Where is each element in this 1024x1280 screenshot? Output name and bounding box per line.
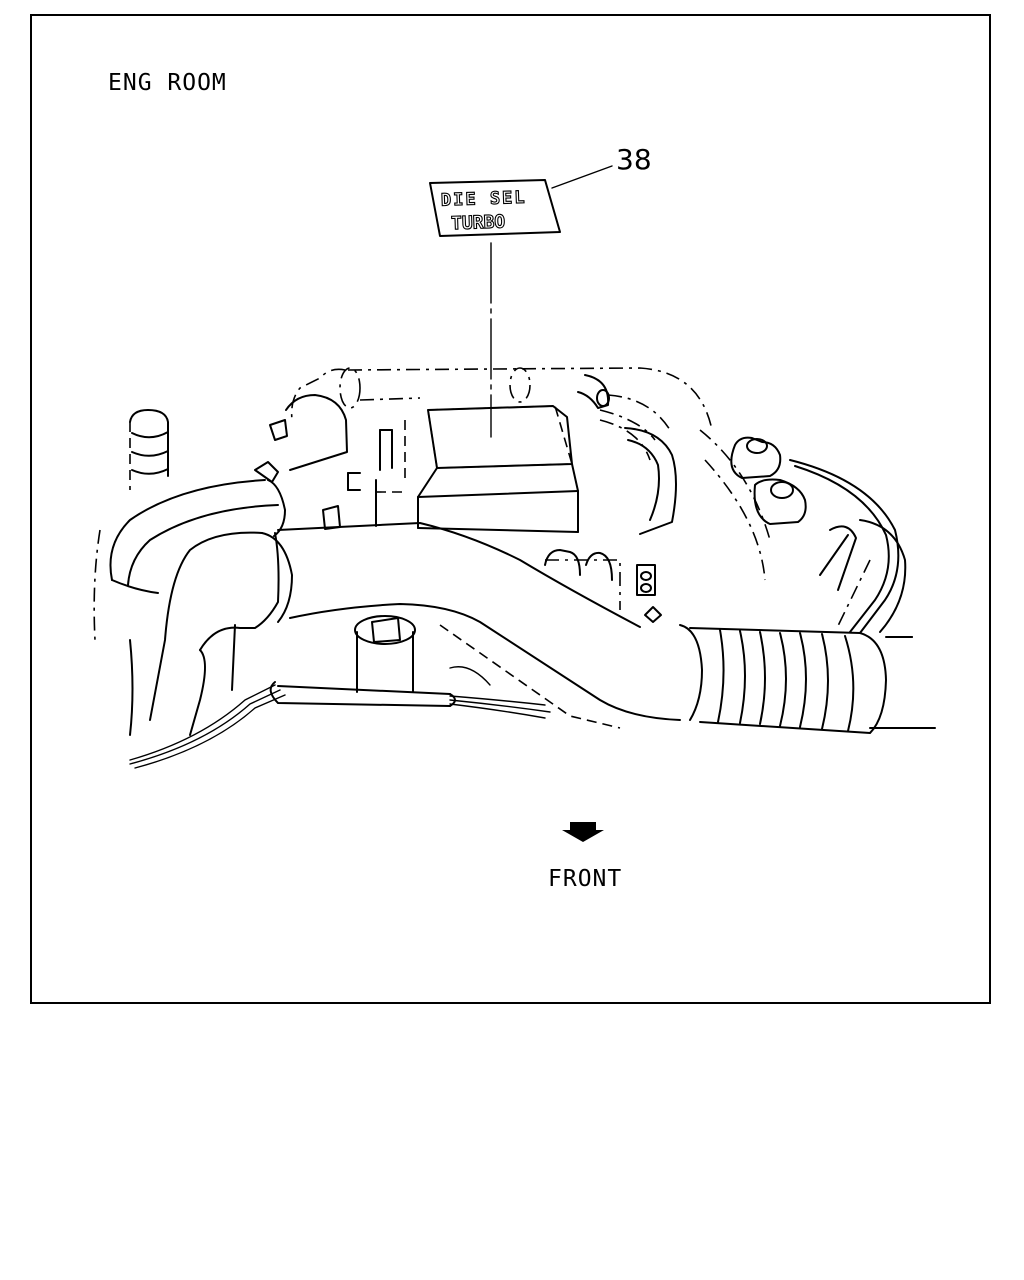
decal-text-diesel: DIE SEL <box>441 188 527 211</box>
wiring-harness <box>129 666 551 769</box>
right-side-components <box>599 419 913 638</box>
center-lower-parts <box>322 505 662 729</box>
oil-filler-cap <box>354 615 416 693</box>
intercooler-block <box>417 405 579 533</box>
callout-number: 38 <box>616 143 652 176</box>
decal-text-turbo: TURBO <box>451 211 506 234</box>
corrugated-hose <box>679 624 936 734</box>
upper-pipe <box>290 367 713 441</box>
section-title: ENG ROOM <box>108 70 227 96</box>
front-direction-arrow <box>562 822 604 842</box>
callout-leader-line <box>551 165 613 189</box>
drawing-frame <box>30 14 991 1004</box>
oil-filter-stack <box>129 409 169 490</box>
front-label: FRONT <box>548 866 623 892</box>
diesel-turbo-decal: DIE SEL TURBO <box>429 179 561 237</box>
intake-hose-main <box>129 522 681 736</box>
engine-housing-left <box>269 394 408 527</box>
